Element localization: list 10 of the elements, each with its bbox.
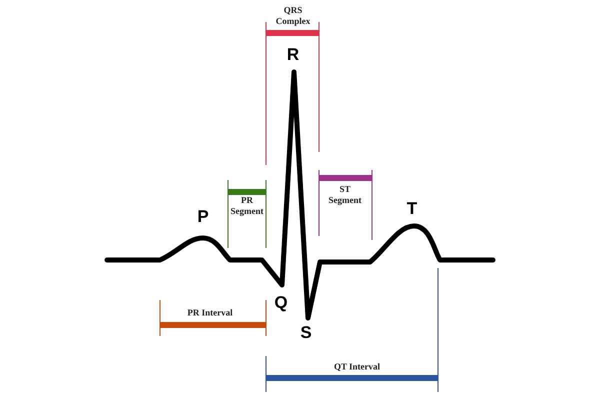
interval-label: PR Interval [187,308,233,318]
wave-label: P [197,207,209,227]
segment-label: QRS Complex [274,5,312,27]
wave-label: S [300,323,312,343]
wave-label: R [286,45,300,65]
wave-label: Q [274,293,288,313]
segment-label: PR Segment [230,195,264,217]
wave-label: T [406,199,418,219]
segment-label: ST Segment [328,184,362,206]
interval-label: QT Interval [334,362,380,372]
